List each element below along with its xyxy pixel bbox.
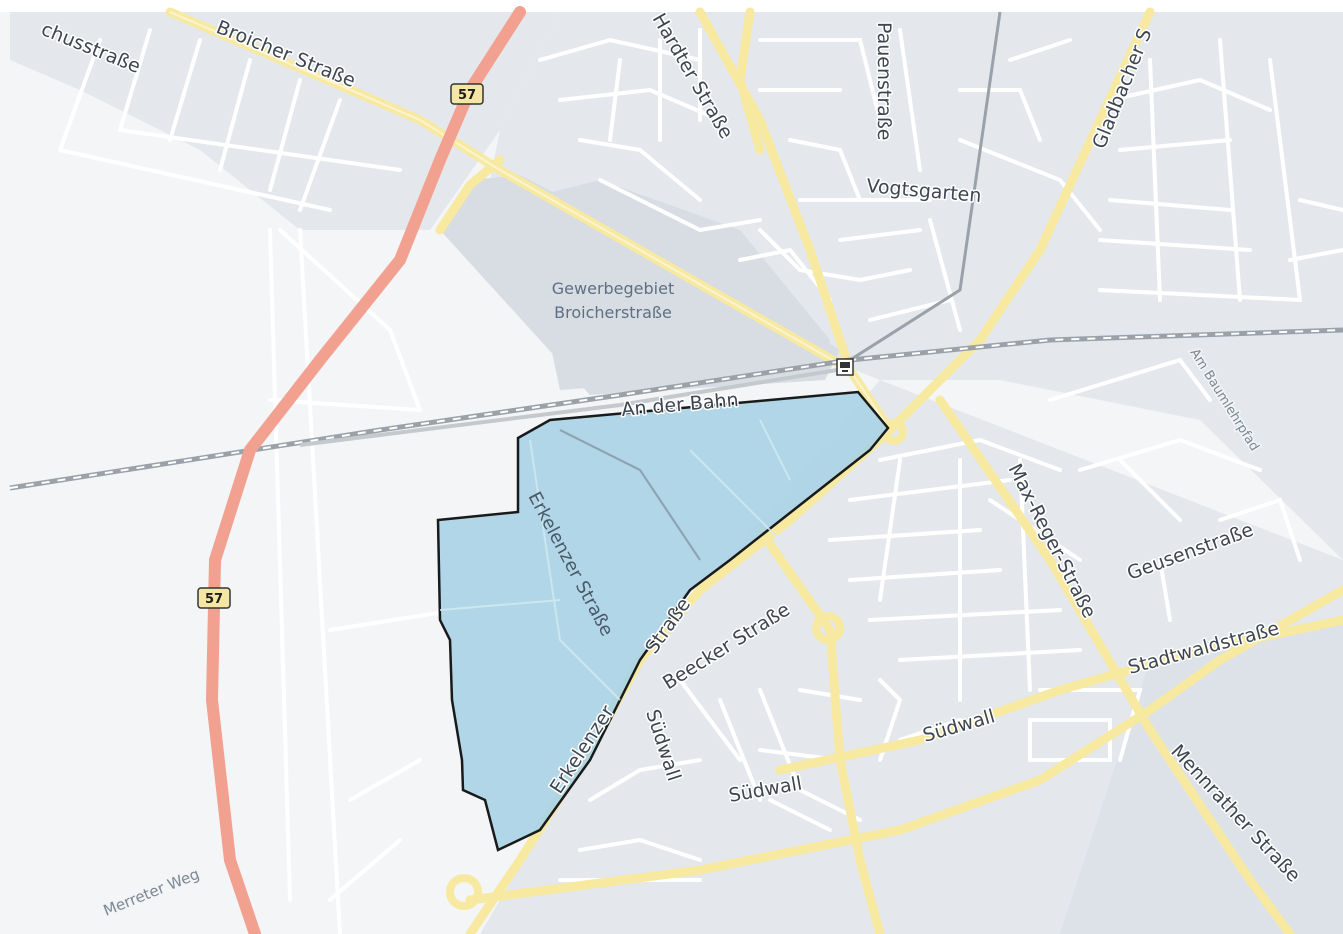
street-label-pauenstrasse: Pauenstraße (873, 22, 895, 140)
motorway-shield-top: 57 (450, 83, 484, 105)
train-station-icon[interactable] (836, 358, 854, 376)
district-polygon[interactable] (436, 390, 890, 852)
motorway-a57 (205, 6, 526, 934)
industrial-area (440, 175, 840, 395)
industrial-area-label-line2: Broicherstraße (554, 303, 672, 322)
district-inner-lines (439, 419, 791, 701)
motorway-shield-left-label: 57 (205, 592, 223, 607)
main-road-casing (169, 11, 891, 431)
motorway-shield-left: 57 (197, 587, 231, 609)
industrial-area-label-line1: Gewerbegebiet (552, 279, 674, 298)
minor-roads (58, 28, 1343, 934)
map-top-margin (0, 0, 1343, 12)
motorway-shield-top-label: 57 (458, 88, 476, 103)
